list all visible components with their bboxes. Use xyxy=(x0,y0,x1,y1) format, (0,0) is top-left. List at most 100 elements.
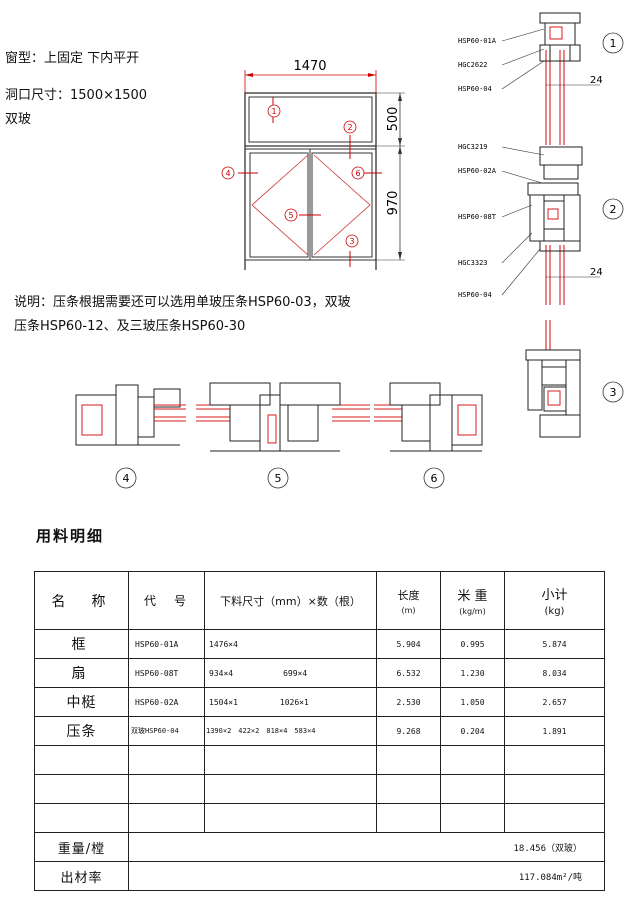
row-2-length: 2.530 xyxy=(376,687,441,717)
right-sash xyxy=(311,152,373,258)
header-cut: 下料尺寸（mm）×数（根） xyxy=(204,571,377,630)
row-1-length: 6.532 xyxy=(376,658,441,688)
section-5-profile xyxy=(209,382,341,452)
outer-frame xyxy=(244,92,377,270)
bom-table: 名 称 代 号 下料尺寸（mm）×数（根） 长度(m) 米 重(kg/m) 小计… xyxy=(34,571,605,891)
svg-text:4: 4 xyxy=(225,169,230,178)
elevation-marker-5: 5 xyxy=(284,208,321,222)
empty-row xyxy=(34,803,605,833)
yield-row: 出材率 117.084m²/吨 xyxy=(34,861,605,891)
elevation-marker-4: 4 xyxy=(221,166,258,180)
table-row: 框 HSP60-01A 1476×4 5.904 0.995 5.874 xyxy=(34,629,605,659)
total-weight-row: 重量/樘 18.456（双玻） xyxy=(34,832,605,862)
yield-value: 117.084m²/吨 xyxy=(128,861,605,891)
vertical-section-drawing: HSP60-01A HGC2622 HSP60-04 24 1 HGC3219 … xyxy=(458,12,624,438)
left-sash xyxy=(249,152,309,258)
window-elevation-drawing: 1470 500 970 1 2 3 4 5 6 xyxy=(221,59,405,270)
section-2-label-3: HGC3323 xyxy=(458,259,488,267)
section-2-label-0: HGC3219 xyxy=(458,143,488,151)
section-4-profile xyxy=(75,384,181,446)
elevation-marker-2: 2 xyxy=(343,120,357,159)
section-6-profile xyxy=(389,382,483,452)
table-row: 压条 双玻HSP60-04 1390×2 422×2 818×4 583×4 9… xyxy=(34,716,605,746)
row-2-weight: 1.050 xyxy=(440,687,505,717)
section-2-label-1: HSP60-02A xyxy=(458,167,497,175)
svg-text:1: 1 xyxy=(610,37,617,50)
svg-text:2: 2 xyxy=(347,123,352,132)
svg-text:3: 3 xyxy=(610,386,617,399)
row-1-weight: 1.230 xyxy=(440,658,505,688)
svg-text:3: 3 xyxy=(349,237,354,246)
bom-title: 用料明细 xyxy=(36,527,105,545)
row-2-subtotal: 2.657 xyxy=(504,687,605,717)
glazing-text: 双玻 xyxy=(5,112,32,127)
note-line-2: 压条HSP60-12、及三玻压条HSP60-30 xyxy=(14,319,246,334)
right-opening-mark xyxy=(313,154,371,256)
row-1-code: HSP60-08T xyxy=(128,658,205,688)
section-1-profile xyxy=(539,12,581,62)
bom-header-row: 名 称 代 号 下料尺寸（mm）×数（根） 长度(m) 米 重(kg/m) 小计… xyxy=(34,571,605,630)
left-opening-mark xyxy=(251,154,309,256)
section-3-profile xyxy=(525,349,581,438)
empty-row xyxy=(34,774,605,804)
row-0-cut: 1476×4 xyxy=(204,629,377,659)
section-1-callouts xyxy=(501,28,545,90)
row-0-code: HSP60-01A xyxy=(128,629,205,659)
header-length: 长度(m) xyxy=(376,571,441,630)
section-1-label-0: HSP60-01A xyxy=(458,37,497,45)
note-line-1: 说明：压条根据需要还可以选用单玻压条HSP60-03，双玻 xyxy=(14,295,351,310)
opening-size-text: 洞口尺寸：1500×1500 xyxy=(5,88,148,103)
row-3-code: 双玻HSP60-04 xyxy=(128,716,205,746)
svg-text:24: 24 xyxy=(590,267,603,278)
header-subtotal: 小计(kg) xyxy=(504,571,605,630)
section-4-marker: 4 xyxy=(115,467,137,489)
svg-text:4: 4 xyxy=(123,472,130,485)
header-weight: 米 重(kg/m) xyxy=(440,571,505,630)
svg-text:6: 6 xyxy=(431,472,438,485)
window-type-text: 窗型：上固定 下内平开 xyxy=(5,51,140,66)
svg-text:6: 6 xyxy=(355,169,360,178)
width-dim-label: 1470 xyxy=(293,59,326,74)
section-2-label-4: HSP60-04 xyxy=(458,291,492,299)
section-2-marker: 2 xyxy=(602,198,624,220)
row-3-weight: 0.204 xyxy=(440,716,505,746)
section-2-callouts xyxy=(501,146,545,296)
svg-text:5: 5 xyxy=(288,211,293,220)
header-name: 名 称 xyxy=(34,571,129,630)
section-5-marker: 5 xyxy=(267,467,289,489)
section-2-dim: 24 xyxy=(546,267,603,278)
section-1-marker: 1 xyxy=(602,32,624,54)
section-1-dim: 24 xyxy=(546,75,603,86)
transom-panel xyxy=(248,96,373,143)
row-0-weight: 0.995 xyxy=(440,629,505,659)
row-3-length: 9.268 xyxy=(376,716,441,746)
section-2-profile xyxy=(527,146,583,252)
row-1-name: 扇 xyxy=(34,658,129,688)
header-code: 代 号 xyxy=(128,571,205,630)
row-0-length: 5.904 xyxy=(376,629,441,659)
section-6-marker: 6 xyxy=(423,467,445,489)
elevation-marker-3: 3 xyxy=(345,234,359,267)
bottom-height-dim-label: 970 xyxy=(386,191,401,216)
row-1-subtotal: 8.034 xyxy=(504,658,605,688)
horizontal-sections-drawing: 4 5 6 xyxy=(75,382,483,489)
section-1-label-1: HGC2622 xyxy=(458,61,488,69)
svg-text:2: 2 xyxy=(610,203,617,216)
row-3-name: 压条 xyxy=(34,716,129,746)
elevation-marker-6: 6 xyxy=(351,166,382,180)
row-3-subtotal: 1.891 xyxy=(504,716,605,746)
row-3-cut: 1390×2 422×2 818×4 583×4 xyxy=(204,716,377,746)
svg-text:24: 24 xyxy=(590,75,603,86)
yield-label: 出材率 xyxy=(34,861,129,891)
elevation-marker-1: 1 xyxy=(267,97,281,123)
row-2-code: HSP60-02A xyxy=(128,687,205,717)
empty-row xyxy=(34,745,605,775)
svg-text:5: 5 xyxy=(275,472,282,485)
top-height-dim-label: 500 xyxy=(386,107,401,132)
row-0-name: 框 xyxy=(34,629,129,659)
section-2-label-2: HSP60-08T xyxy=(458,213,497,221)
